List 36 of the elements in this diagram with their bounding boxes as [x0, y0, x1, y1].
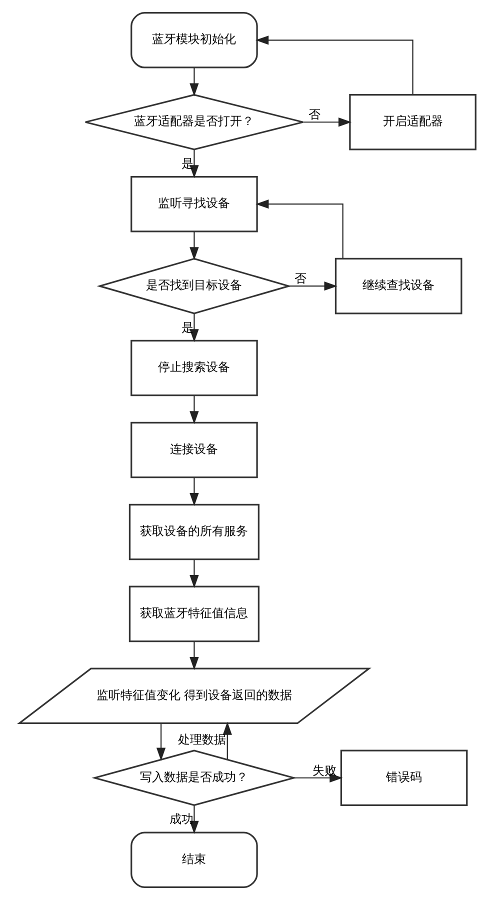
arrow	[288, 281, 337, 291]
edge-label: 失败	[312, 763, 336, 778]
arrow	[156, 724, 166, 761]
arrow	[189, 478, 198, 506]
node-box: 开启适配器	[348, 94, 476, 150]
node-box: 获取设备的所有服务	[128, 504, 259, 560]
arrow	[222, 722, 232, 760]
node-box: 错误码	[340, 750, 468, 806]
node-box: 监听寻找设备	[130, 176, 258, 232]
arrow	[189, 806, 198, 834]
node-diamond: 是否找到目标设备	[96, 258, 292, 314]
edge-label: 否	[294, 272, 306, 286]
arrow	[254, 36, 413, 94]
node-box: 结束	[130, 832, 258, 888]
arrow	[189, 396, 198, 424]
node-box: 连接设备	[130, 422, 258, 478]
arrow	[189, 232, 198, 260]
edge-label: 否	[308, 108, 320, 122]
node-diamond: 蓝牙适配器是否打开？	[84, 94, 304, 150]
arrow	[255, 200, 343, 258]
node-box: 继续查找设备	[334, 258, 462, 314]
node-diamond: 写入数据是否成功？	[91, 750, 296, 806]
edge-label: 是	[181, 156, 194, 170]
arrow	[302, 118, 352, 127]
arrow	[293, 773, 342, 782]
edge-label: 是	[181, 320, 194, 334]
node-box: 获取蓝牙特征值信息	[128, 586, 259, 642]
node-box: 停止搜索设备	[130, 340, 258, 396]
arrow	[189, 642, 198, 670]
arrow	[189, 560, 198, 588]
node-box: 蓝牙模块初始化	[130, 12, 258, 68]
edge-label: 成功	[169, 812, 194, 826]
edge-label: 处理数据	[178, 732, 226, 746]
arrow	[189, 68, 198, 96]
arrow	[189, 314, 198, 342]
arrow	[189, 150, 198, 178]
